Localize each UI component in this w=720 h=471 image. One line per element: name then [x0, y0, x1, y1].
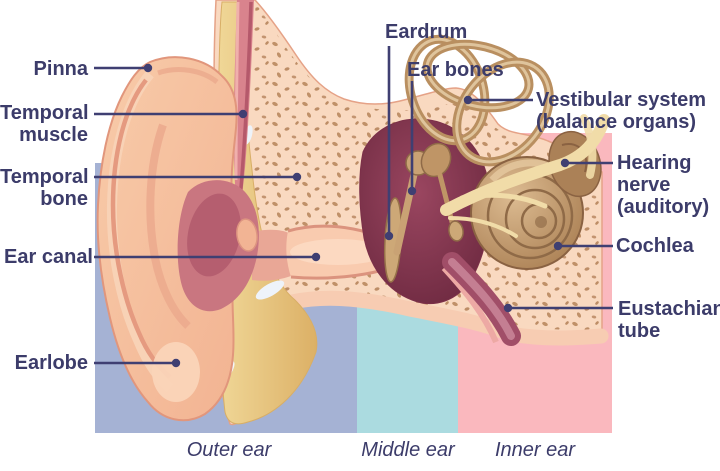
- region-label-outer-ear: Outer ear: [186, 439, 272, 461]
- label-temporal-muscle: Temporal muscle: [0, 102, 89, 146]
- pinna-shape: [96, 56, 259, 422]
- label-ear-bones: Ear bones: [407, 59, 504, 81]
- label-eardrum: Eardrum: [385, 21, 468, 43]
- label-eustachian-tube: Eustachian tube: [618, 298, 720, 342]
- bone-underside-skin: [284, 290, 609, 346]
- label-cochlea: Cochlea: [616, 235, 694, 257]
- hearing-nerve-shape: [440, 114, 610, 238]
- label-hearing-nerve: Hearing nerve (auditory): [617, 152, 710, 218]
- leader-lines: [94, 46, 613, 365]
- label-earlobe: Earlobe: [14, 352, 88, 374]
- temporal-muscle-shape: [233, 0, 254, 215]
- label-pinna: Pinna: [33, 58, 88, 80]
- earlobe-highlight: [152, 342, 200, 402]
- region-label-inner-ear: Inner ear: [494, 439, 576, 461]
- semicircular-canals: [404, 34, 554, 167]
- label-temporal-bone: Temporal bone: [0, 166, 89, 210]
- leader-dots: [143, 63, 570, 368]
- label-vestibular-system: Vestibular system (balance organs): [536, 89, 707, 133]
- eustachian-tube-shape: [441, 252, 521, 346]
- region-label-middle-ear: Middle ear: [361, 439, 455, 461]
- label-ear-canal: Ear canal: [4, 246, 93, 268]
